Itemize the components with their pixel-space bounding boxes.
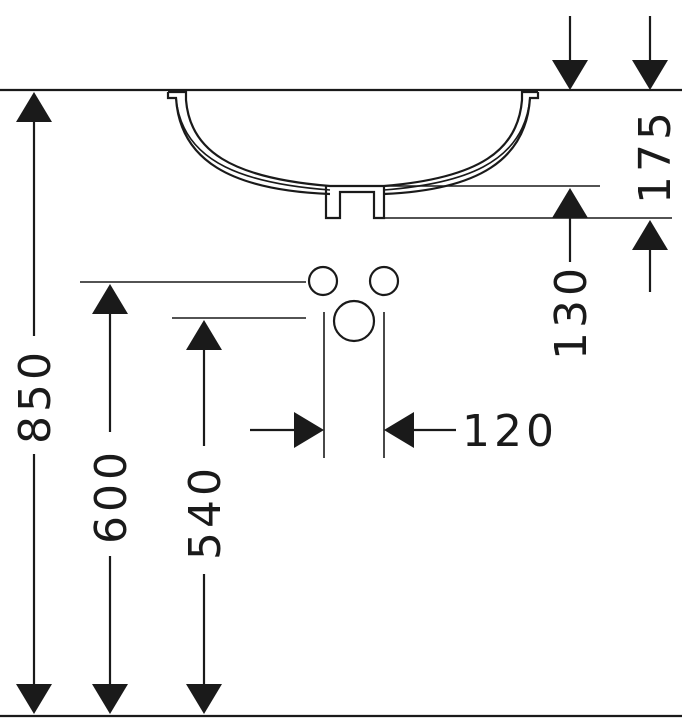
wall-connections: [307, 265, 400, 343]
dimension-label-130: 130: [546, 264, 597, 360]
dimension-850: 850: [10, 92, 61, 714]
dimension-600: 600: [80, 281, 306, 714]
supply-connection-left: [307, 265, 339, 297]
dimension-label-600: 600: [86, 448, 137, 544]
dimension-label-540: 540: [180, 464, 231, 560]
basin-outline: [166, 90, 540, 220]
dimension-label-175: 175: [630, 108, 681, 204]
dimension-label-120: 120: [462, 406, 558, 457]
drain-connection: [332, 299, 376, 343]
supply-connection-right: [368, 265, 400, 297]
dimension-label-850: 850: [10, 348, 61, 444]
dimension-130: 130: [384, 16, 600, 360]
dimension-120: 120: [250, 312, 558, 458]
basin-drain: [324, 186, 386, 220]
dimension-540: 540: [172, 317, 306, 714]
dimension-175: 175: [384, 16, 681, 292]
